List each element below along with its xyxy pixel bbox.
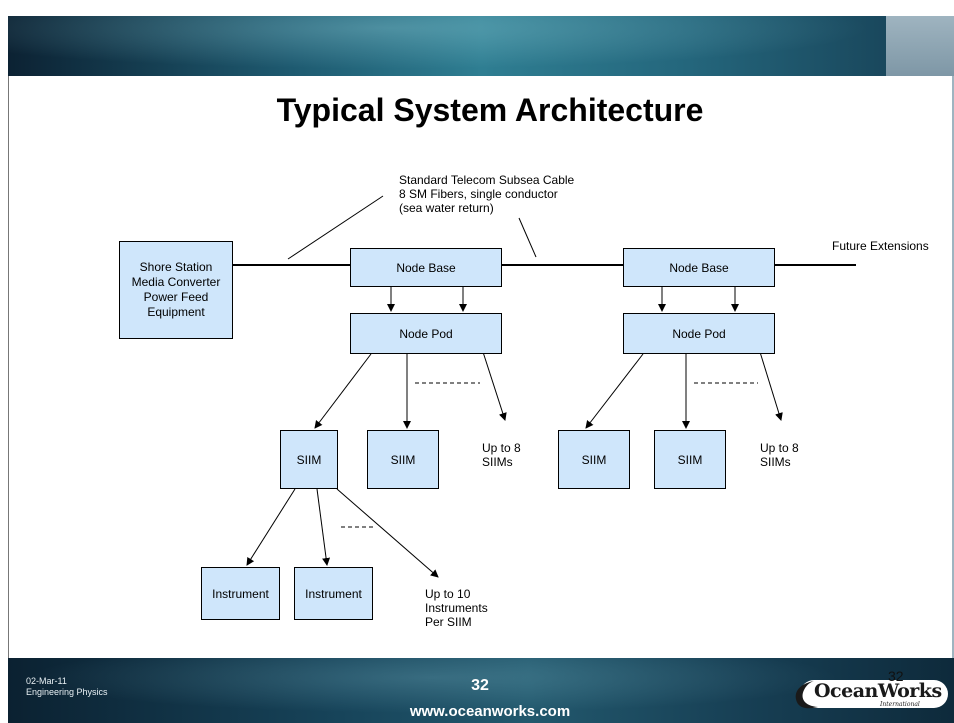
footer-url: www.oceanworks.com bbox=[409, 703, 571, 720]
node1-base-box: Node Base bbox=[350, 248, 502, 287]
header-banner-highlight bbox=[8, 16, 954, 76]
footer-date-block: 02-Mar-11 Engineering Physics bbox=[26, 676, 108, 698]
cable-note-line-3: (sea water return) bbox=[399, 201, 494, 215]
shore-station-line-4: Equipment bbox=[147, 305, 205, 319]
node2-pod-siim-arrow-1 bbox=[585, 353, 644, 429]
node1-pod-siim-arrow-1 bbox=[314, 353, 372, 429]
shore-station-line-1: Shore Station bbox=[139, 260, 213, 274]
instrument-b-box: Instrument bbox=[294, 567, 373, 620]
header-banner bbox=[8, 16, 954, 76]
slide-title: Typical System Architecture bbox=[276, 92, 704, 128]
oceanworks-logo-subtext: International bbox=[880, 701, 920, 708]
siim-instrument-arrow-3 bbox=[336, 488, 439, 578]
footer-department: Engineering Physics bbox=[26, 687, 108, 697]
node1-more-siims-line-2: SIIMs bbox=[482, 455, 513, 469]
future-extensions-label: Future Extensions bbox=[832, 239, 929, 253]
node2-siim-a-box: SIIM bbox=[558, 430, 630, 489]
more-instruments-line-3: Per SIIM bbox=[425, 615, 472, 629]
shore-station-line-3: Power Feed bbox=[143, 290, 209, 304]
node2-pod-siim-arrow-3 bbox=[759, 351, 783, 421]
footer-page-number: 32 bbox=[471, 677, 489, 694]
shore-station-line-2: Media Converter bbox=[131, 275, 221, 289]
footer-banner bbox=[8, 658, 954, 723]
more-instruments-line-2: Instruments bbox=[425, 601, 488, 615]
oceanworks-logo-plate bbox=[795, 680, 948, 709]
node1-pod-siim-arrow-3 bbox=[482, 351, 507, 421]
shore-station-box: Shore Station Media Converter Power Feed… bbox=[119, 241, 233, 339]
node2-siim-b-box: SIIM bbox=[654, 430, 726, 489]
node1-more-siims-line-1: Up to 8 bbox=[482, 441, 521, 455]
cable-callout-pointer-1 bbox=[287, 195, 384, 260]
footer-date: 02-Mar-11 bbox=[26, 676, 67, 686]
node2-pod-box: Node Pod bbox=[623, 313, 775, 354]
node2-base-box: Node Base bbox=[623, 248, 775, 287]
oceanworks-logo-text: OceanWorks bbox=[814, 680, 942, 702]
cable-note-line-2: 8 SM Fibers, single conductor bbox=[399, 187, 558, 201]
node1-siim-a-box: SIIM bbox=[280, 430, 338, 489]
node1-siim-b-box: SIIM bbox=[367, 430, 439, 489]
node2-more-siims-line-1: Up to 8 bbox=[760, 441, 799, 455]
header-corner-tab bbox=[886, 16, 954, 76]
instrument-a-box: Instrument bbox=[201, 567, 280, 620]
slide-frame-left bbox=[8, 76, 9, 658]
slide-frame-right bbox=[952, 76, 954, 658]
footer-highlight bbox=[8, 658, 954, 723]
node2-more-siims-line-2: SIIMs bbox=[760, 455, 791, 469]
siim-instrument-arrow-2 bbox=[316, 488, 331, 566]
cable-note-line-1: Standard Telecom Subsea Cable bbox=[399, 173, 575, 187]
more-instruments-line-1: Up to 10 bbox=[425, 587, 471, 601]
node1-pod-box: Node Pod bbox=[350, 313, 502, 354]
cable-callout-pointer-2 bbox=[518, 217, 537, 258]
corner-page-number: 32 bbox=[888, 668, 904, 684]
siim-instrument-arrow-1 bbox=[246, 488, 296, 566]
